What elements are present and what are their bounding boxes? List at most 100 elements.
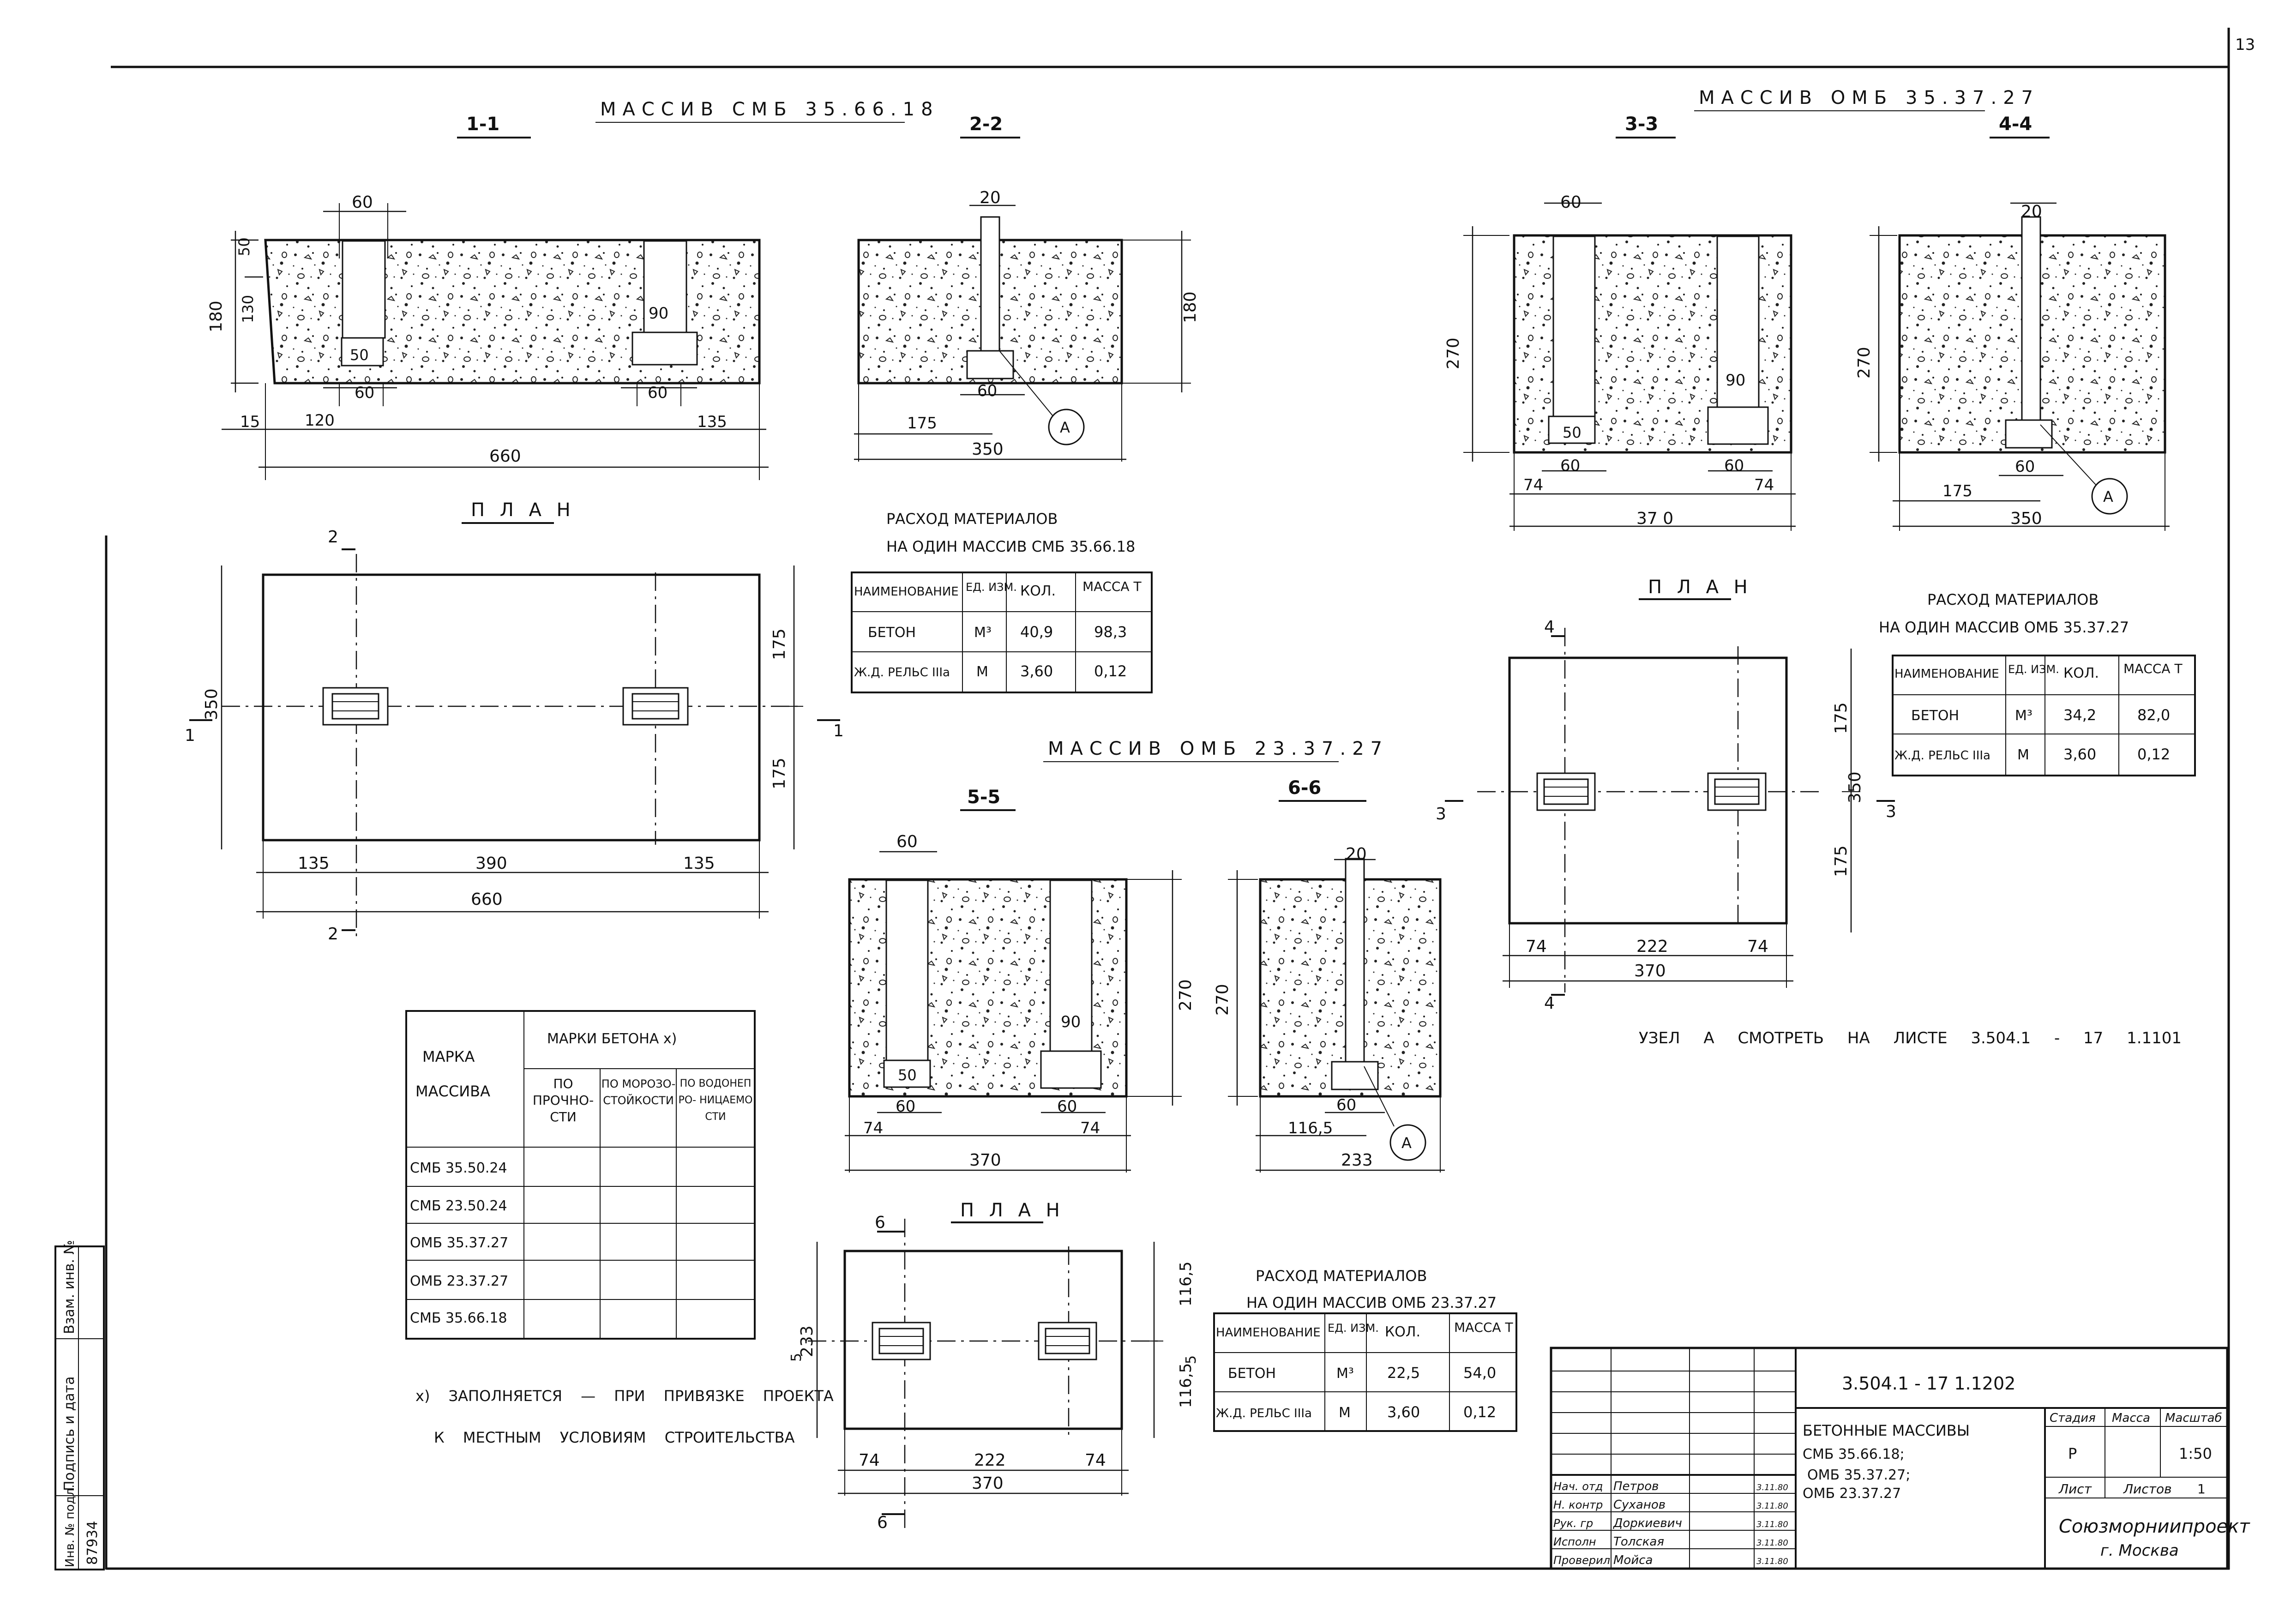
svg-text:116,5: 116,5 xyxy=(1177,1262,1195,1306)
svg-text:390: 390 xyxy=(475,854,507,873)
svg-text:БЕТОННЫЕ МАССИВЫ: БЕТОННЫЕ МАССИВЫ xyxy=(1803,1422,1970,1439)
svg-text:270: 270 xyxy=(1176,979,1195,1011)
svg-text:МАССА Т: МАССА Т xyxy=(1454,1320,1513,1335)
node-reference-note: УЗЕЛ А СМОТРЕТЬ НА ЛИСТЕ 3.504.1 - 17 1.… xyxy=(1639,1029,2182,1047)
side-stamp: Взам. инв. № Подпись и дата Инв. № подл.… xyxy=(54,1240,105,1570)
svg-text:6: 6 xyxy=(877,1513,888,1532)
svg-text:50: 50 xyxy=(350,346,369,364)
svg-text:МАРКА: МАРКА xyxy=(422,1048,475,1065)
svg-text:60: 60 xyxy=(1560,457,1580,475)
svg-text:Ж.Д. РЕЛЬС IIIа: Ж.Д. РЕЛЬС IIIа xyxy=(1894,749,1990,763)
svg-text:НАИМЕНОВАНИЕ: НАИМЕНОВАНИЕ xyxy=(854,585,959,599)
svg-text:СМБ 35.66.18;: СМБ 35.66.18; xyxy=(1803,1446,1905,1462)
svg-text:3.11.80: 3.11.80 xyxy=(1756,1557,1788,1566)
svg-text:175: 175 xyxy=(1832,845,1851,877)
svg-text:3,60: 3,60 xyxy=(1387,1403,1420,1421)
svg-text:90: 90 xyxy=(1061,1013,1081,1031)
svg-text:Нач. отд: Нач. отд xyxy=(1553,1480,1603,1493)
svg-text:135: 135 xyxy=(298,854,330,873)
svg-text:А: А xyxy=(1401,1134,1412,1152)
svg-text:350: 350 xyxy=(1846,771,1864,803)
svg-text:74: 74 xyxy=(1526,937,1547,956)
svg-text:180: 180 xyxy=(1181,291,1200,323)
svg-text:БЕТОН: БЕТОН xyxy=(868,625,916,641)
svg-text:60: 60 xyxy=(352,193,373,212)
svg-text:1: 1 xyxy=(2197,1481,2206,1497)
svg-text:20: 20 xyxy=(1346,845,1367,864)
svg-text:90: 90 xyxy=(649,304,668,323)
svg-text:г. Москва: г. Москва xyxy=(2100,1541,2179,1560)
svg-text:НАИМЕНОВАНИЕ: НАИМЕНОВАНИЕ xyxy=(1894,667,1999,681)
svg-text:116,5: 116,5 xyxy=(1288,1119,1333,1137)
svg-text:Подпись и дата: Подпись и дата xyxy=(61,1377,78,1492)
svg-text:1: 1 xyxy=(833,722,844,740)
svg-text:Стадия: Стадия xyxy=(2050,1411,2096,1425)
svg-text:2: 2 xyxy=(328,925,338,944)
svg-text:ОМБ 23.37.27: ОМБ 23.37.27 xyxy=(1803,1486,1901,1502)
svg-text:3.11.80: 3.11.80 xyxy=(1756,1501,1788,1511)
svg-text:74: 74 xyxy=(859,1451,880,1470)
svg-text:М: М xyxy=(2017,747,2029,763)
cut-2-2-drawing: 20 180 60 175 350 А xyxy=(854,188,1200,462)
svg-text:Суханов: Суханов xyxy=(1613,1498,1666,1512)
svg-text:Инв. № подл.: Инв. № подл. xyxy=(63,1485,77,1567)
svg-text:180: 180 xyxy=(207,301,226,332)
svg-text:Исполн: Исполн xyxy=(1553,1535,1596,1548)
svg-text:ОМБ 23.37.27: ОМБ 23.37.27 xyxy=(410,1273,508,1289)
svg-text:МАССА Т: МАССА Т xyxy=(1082,579,1142,594)
concrete-grades-table: МАРКА МАССИВА МАРКИ БЕТОНА x) ПО ПРОЧНО-… xyxy=(405,1010,756,1340)
svg-text:74: 74 xyxy=(1080,1119,1100,1137)
cut-3-3-drawing: 60 270 90 50 60 60 74 74 37 0 xyxy=(1444,193,1796,531)
svg-text:Листов: Листов xyxy=(2123,1481,2172,1497)
svg-text:175: 175 xyxy=(907,414,937,433)
svg-text:175: 175 xyxy=(1942,482,1972,500)
svg-text:98,3: 98,3 xyxy=(1094,623,1127,641)
cut-6-6-drawing: 20 270 60 116,5 233 А xyxy=(1213,845,1445,1173)
svg-text:60: 60 xyxy=(2015,457,2035,476)
svg-text:4-4: 4-4 xyxy=(1999,114,2032,135)
svg-text:116,5: 116,5 xyxy=(1177,1363,1195,1408)
svg-text:Доркиевич: Доркиевич xyxy=(1613,1516,1682,1530)
materials-table-omb2337: РАСХОД МАТЕРИАЛОВ НА ОДИН МАССИВ ОМБ 23.… xyxy=(1213,1267,1517,1432)
svg-text:60: 60 xyxy=(355,384,374,402)
svg-text:6: 6 xyxy=(875,1213,885,1232)
svg-text:20: 20 xyxy=(980,188,1001,207)
svg-text:74: 74 xyxy=(1747,937,1768,956)
title-omb3537: МАССИВ ОМБ 35.37.27 xyxy=(1699,87,2039,108)
svg-text:120: 120 xyxy=(305,411,335,430)
svg-text:2: 2 xyxy=(328,528,338,547)
svg-text:3.11.80: 3.11.80 xyxy=(1756,1483,1788,1492)
svg-text:233: 233 xyxy=(798,1325,817,1357)
section-smb-35-66-18: МАССИВ СМБ 35.66.18 1-1 2-2 60 180 50 13… xyxy=(185,99,1200,944)
svg-text:270: 270 xyxy=(1213,984,1232,1016)
svg-text:3: 3 xyxy=(1886,802,1896,821)
svg-text:МАССИВА: МАССИВА xyxy=(415,1083,490,1100)
svg-text:4: 4 xyxy=(1544,994,1555,1013)
cut-4-4-drawing: 20 270 60 175 350 А xyxy=(1855,202,2170,531)
svg-text:50: 50 xyxy=(898,1066,917,1084)
svg-text:60: 60 xyxy=(896,832,918,851)
svg-text:ЕД. ИЗМ.: ЕД. ИЗМ. xyxy=(966,581,1017,594)
svg-text:74: 74 xyxy=(1754,476,1774,494)
svg-text:Петров: Петров xyxy=(1613,1480,1659,1493)
svg-text:82,0: 82,0 xyxy=(2137,706,2170,724)
footnote-line-1: x) ЗАПОЛНЯЕТСЯ — ПРИ ПРИВЯЗКЕ ПРОЕКТА xyxy=(415,1387,834,1405)
title-block: Нач. отд Петров 3.11.80 Н. контр Суханов… xyxy=(1550,1347,2250,1570)
svg-text:22,5: 22,5 xyxy=(1387,1364,1420,1382)
svg-text:3,60: 3,60 xyxy=(1020,662,1053,680)
svg-text:3-3: 3-3 xyxy=(1625,114,1658,135)
svg-text:БЕТОН: БЕТОН xyxy=(1911,708,1959,724)
svg-text:20: 20 xyxy=(2021,202,2042,221)
svg-text:74: 74 xyxy=(863,1119,883,1137)
svg-text:175: 175 xyxy=(770,758,789,789)
svg-text:175: 175 xyxy=(1832,702,1851,734)
plan-smb-drawing: П Л А Н 175 175 350 135 390 135 xyxy=(185,499,844,944)
cut-1-label: 1-1 xyxy=(466,114,499,135)
svg-text:ЕД. ИЗМ.: ЕД. ИЗМ. xyxy=(2008,663,2059,676)
svg-text:МАССА Т: МАССА Т xyxy=(2123,661,2183,676)
svg-text:М: М xyxy=(1339,1405,1351,1421)
svg-text:233: 233 xyxy=(1341,1151,1373,1170)
title-omb2337: МАССИВ ОМБ 23.37.27 xyxy=(1048,738,1389,759)
svg-text:34,2: 34,2 xyxy=(2063,706,2096,724)
